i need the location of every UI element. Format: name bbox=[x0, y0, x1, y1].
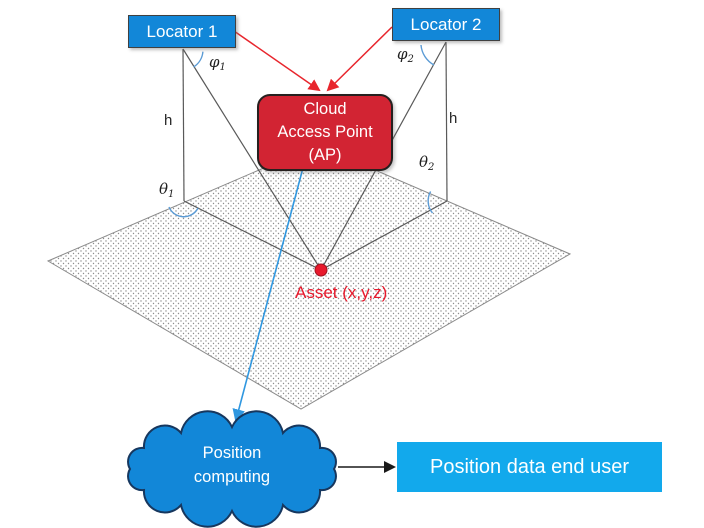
ap-line-2: Access Point bbox=[277, 122, 373, 141]
theta1-arc bbox=[168, 206, 199, 218]
locator1-box: Locator 1 bbox=[128, 15, 236, 48]
locator1-to-asset-line bbox=[182, 48, 322, 271]
end-user-label: Position data end user bbox=[429, 455, 630, 478]
locator2-label: Locator 2 bbox=[410, 14, 482, 34]
end-user-box: Position data end user bbox=[397, 442, 662, 492]
position-computing-cloud bbox=[127, 410, 337, 528]
phi1-subscript: 1 bbox=[219, 62, 226, 73]
ground-line-2 bbox=[320, 200, 448, 271]
cloud-label: Position computing bbox=[152, 442, 312, 490]
phi1-arc bbox=[193, 51, 204, 68]
locator2-box: Locator 2 bbox=[392, 8, 500, 41]
cloud-label-line-1: Position bbox=[202, 444, 262, 462]
locator1-to-ap-arrow bbox=[233, 30, 321, 92]
theta2-symbol: θ bbox=[419, 153, 429, 171]
theta1-symbol: θ bbox=[159, 180, 169, 198]
asset-label: Asset (x,y,z) bbox=[295, 283, 388, 302]
phi2-arc bbox=[420, 44, 435, 66]
locator2-height-line bbox=[445, 41, 448, 202]
theta1-label: θ1 bbox=[159, 180, 174, 200]
ground-line-1 bbox=[183, 200, 322, 271]
locator2-to-ap-arrow bbox=[326, 26, 393, 92]
theta1-subscript: 1 bbox=[168, 189, 175, 200]
phi2-label: φ2 bbox=[397, 45, 414, 65]
height-label-left: h bbox=[164, 112, 173, 129]
phi2-symbol: φ bbox=[397, 45, 408, 63]
cloud-label-line-2: computing bbox=[193, 467, 271, 486]
locator1-height-line bbox=[182, 48, 185, 202]
ap-line-3: (AP) bbox=[308, 146, 342, 165]
height-label-right: h bbox=[449, 110, 458, 127]
phi1-label: φ1 bbox=[209, 53, 226, 73]
ap-to-computing-arrow bbox=[232, 163, 305, 423]
floor-plane bbox=[46, 144, 572, 410]
theta2-arc bbox=[427, 191, 434, 214]
locator1-label: Locator 1 bbox=[146, 21, 218, 41]
phi2-subscript: 2 bbox=[407, 54, 414, 65]
phi1-symbol: φ bbox=[209, 53, 220, 71]
cloud-access-point-box: Cloud Access Point (AP) bbox=[257, 94, 393, 171]
ap-line-1: Cloud bbox=[303, 99, 347, 118]
asset-dot bbox=[314, 263, 328, 277]
theta2-subscript: 2 bbox=[428, 162, 435, 173]
theta2-label: θ2 bbox=[419, 153, 434, 173]
